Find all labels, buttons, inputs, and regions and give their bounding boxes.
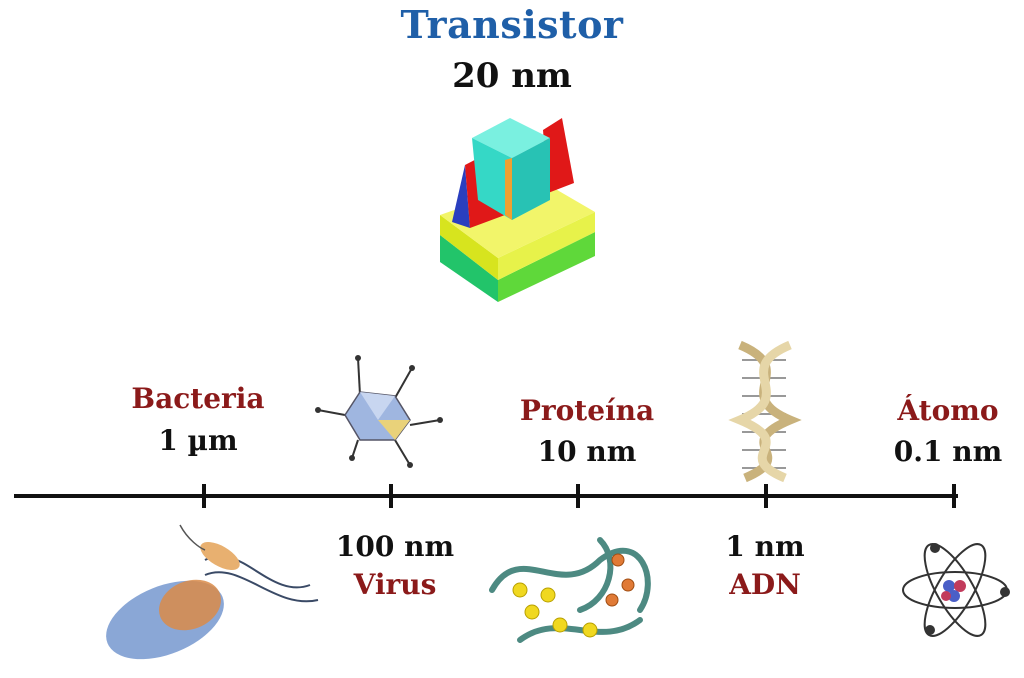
virus-size: 100 nm <box>335 530 455 563</box>
bacteria-size: 1 µm <box>158 424 238 457</box>
transistor-title: Transistor <box>400 2 624 47</box>
atom-size: 0.1 nm <box>893 435 1003 468</box>
protein-label: Proteína <box>519 394 655 427</box>
atom-label: Átomo <box>897 394 999 427</box>
transistor-size: 20 nm <box>452 56 572 96</box>
dna-label: ADN <box>729 568 801 601</box>
virus-label: Virus <box>353 568 437 601</box>
dna-size: 1 nm <box>725 530 805 563</box>
protein-size: 10 nm <box>537 435 637 468</box>
bacteria-label: Bacteria <box>131 382 265 415</box>
